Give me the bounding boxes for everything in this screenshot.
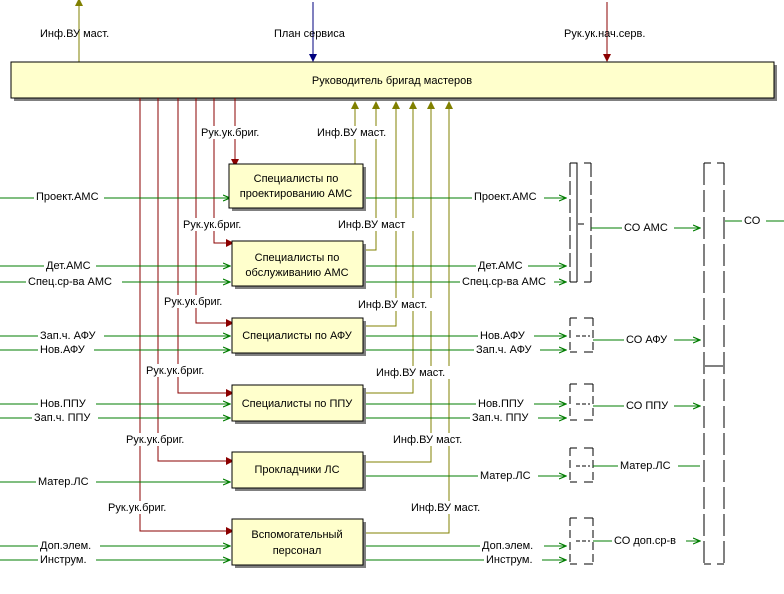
- output-b2-2: Спец.ср-ва АМС: [462, 276, 546, 288]
- input-b2-1: Дет.АМС: [46, 260, 91, 272]
- process-box-6[interactable]: Вспомогательный персонал: [231, 518, 366, 568]
- box-5-label: Прокладчики ЛС: [254, 464, 339, 476]
- control-lines: [139, 98, 239, 535]
- junction-out-2: СО АФУ: [626, 334, 668, 346]
- feedback-label-2: Инф.ВУ маст: [338, 219, 405, 231]
- output-b1-1: Проект.АМС: [474, 191, 537, 203]
- box-6-label-2: персонал: [273, 545, 322, 557]
- output-b4-1: Нов.ППУ: [478, 398, 525, 410]
- top-arrows: Инф.ВУ маст. План сервиса Рук.ук.нач.сер…: [40, 0, 645, 62]
- input-b5-1: Матер.ЛС: [38, 476, 89, 488]
- control-labels: Рук.ук.бриг. Рук.ук.бриг. Рук.ук.бриг. Р…: [106, 126, 269, 514]
- input-b3-1: Зап.ч. АФУ: [40, 330, 96, 342]
- feedback-label-1: Инф.ВУ маст.: [317, 127, 386, 139]
- top-box[interactable]: Руководитель бригад мастеров: [10, 61, 777, 101]
- control-label-4: Рук.ук.бриг.: [146, 365, 204, 377]
- feedback-label-5: Инф.ВУ маст.: [393, 434, 462, 446]
- feedback-label-3: Инф.ВУ маст.: [358, 299, 427, 311]
- input-b6-1: Доп.элем.: [40, 540, 91, 552]
- junction-out-4: Матер.ЛС: [620, 460, 671, 472]
- junction-brackets: [569, 162, 594, 565]
- box-3-label: Специалисты по АФУ: [242, 330, 353, 342]
- box-4-label: Специалисты по ППУ: [242, 398, 354, 410]
- junction-out-3: СО ППУ: [626, 400, 669, 412]
- junction-output-labels: СО АМС СО АФУ СО ППУ Матер.ЛС СО доп.ср-…: [612, 214, 766, 547]
- feedback-lines: [351, 101, 453, 534]
- top-box-label: Руководитель бригад мастеров: [312, 75, 472, 87]
- process-box-2[interactable]: Специалисты по обслуживанию АМС: [231, 240, 366, 289]
- output-b4-2: Зап.ч. ППУ: [472, 412, 529, 424]
- process-box-1[interactable]: Специалисты по проектированию АМС: [228, 163, 366, 211]
- feedback-labels: Инф.ВУ маст. Инф.ВУ маст Инф.ВУ маст. Ин…: [315, 126, 489, 514]
- input-b4-1: Нов.ППУ: [40, 398, 87, 410]
- process-box-5[interactable]: Прокладчики ЛС: [231, 451, 366, 491]
- junction-output-lines: [591, 220, 784, 541]
- box-2-label-2: обслуживанию АМС: [245, 267, 348, 279]
- box-2-label-1: Специалисты по: [255, 252, 340, 264]
- input-labels: Проект.АМС Дет.АМС Спец.ср-ва АМС Зап.ч.…: [26, 190, 122, 566]
- input-b2-2: Спец.ср-ва АМС: [28, 276, 112, 288]
- control-label-1: Рук.ук.бриг.: [201, 127, 259, 139]
- input-b1-1: Проект.АМС: [36, 191, 99, 203]
- output-b6-2: Инструм.: [486, 554, 533, 566]
- process-box-3[interactable]: Специалисты по АФУ: [231, 317, 366, 356]
- ruk-down-label: Рук.ук.нач.серв.: [564, 28, 645, 40]
- junction-out-5: СО доп.ср-в: [614, 535, 676, 547]
- junction-out-1: СО АМС: [624, 222, 668, 234]
- final-output-label: СО: [744, 215, 761, 227]
- output-b6-1: Доп.элем.: [482, 540, 533, 552]
- control-label-5: Рук.ук.бриг.: [126, 434, 184, 446]
- input-b6-2: Инструм.: [40, 554, 87, 566]
- input-b3-2: Нов.АФУ: [40, 344, 86, 356]
- inf-up-label: Инф.ВУ маст.: [40, 28, 109, 40]
- output-b2-1: Дет.АМС: [478, 260, 523, 272]
- box-1-label-2: проектированию АМС: [240, 188, 353, 200]
- process-box-4[interactable]: Специалисты по ППУ: [231, 384, 366, 424]
- control-label-3: Рук.ук.бриг.: [164, 296, 222, 308]
- plan-label: План сервиса: [274, 28, 346, 40]
- input-b4-2: Зап.ч. ППУ: [34, 412, 91, 424]
- feedback-label-4: Инф.ВУ маст.: [376, 367, 445, 379]
- output-labels: Проект.АМС Дет.АМС Спец.ср-ва АМС Нов.АФ…: [460, 190, 554, 566]
- output-b3-2: Зап.ч. АФУ: [476, 344, 532, 356]
- box-1-label-1: Специалисты по: [254, 173, 339, 185]
- control-label-2: Рук.ук.бриг.: [183, 219, 241, 231]
- control-label-6: Рук.ук.бриг.: [108, 502, 166, 514]
- box-6-label-1: Вспомогательный: [251, 529, 342, 541]
- feedback-label-6: Инф.ВУ маст.: [411, 502, 480, 514]
- right-bracket: [703, 162, 725, 565]
- output-b3-1: Нов.АФУ: [480, 330, 526, 342]
- output-b5-1: Матер.ЛС: [480, 470, 531, 482]
